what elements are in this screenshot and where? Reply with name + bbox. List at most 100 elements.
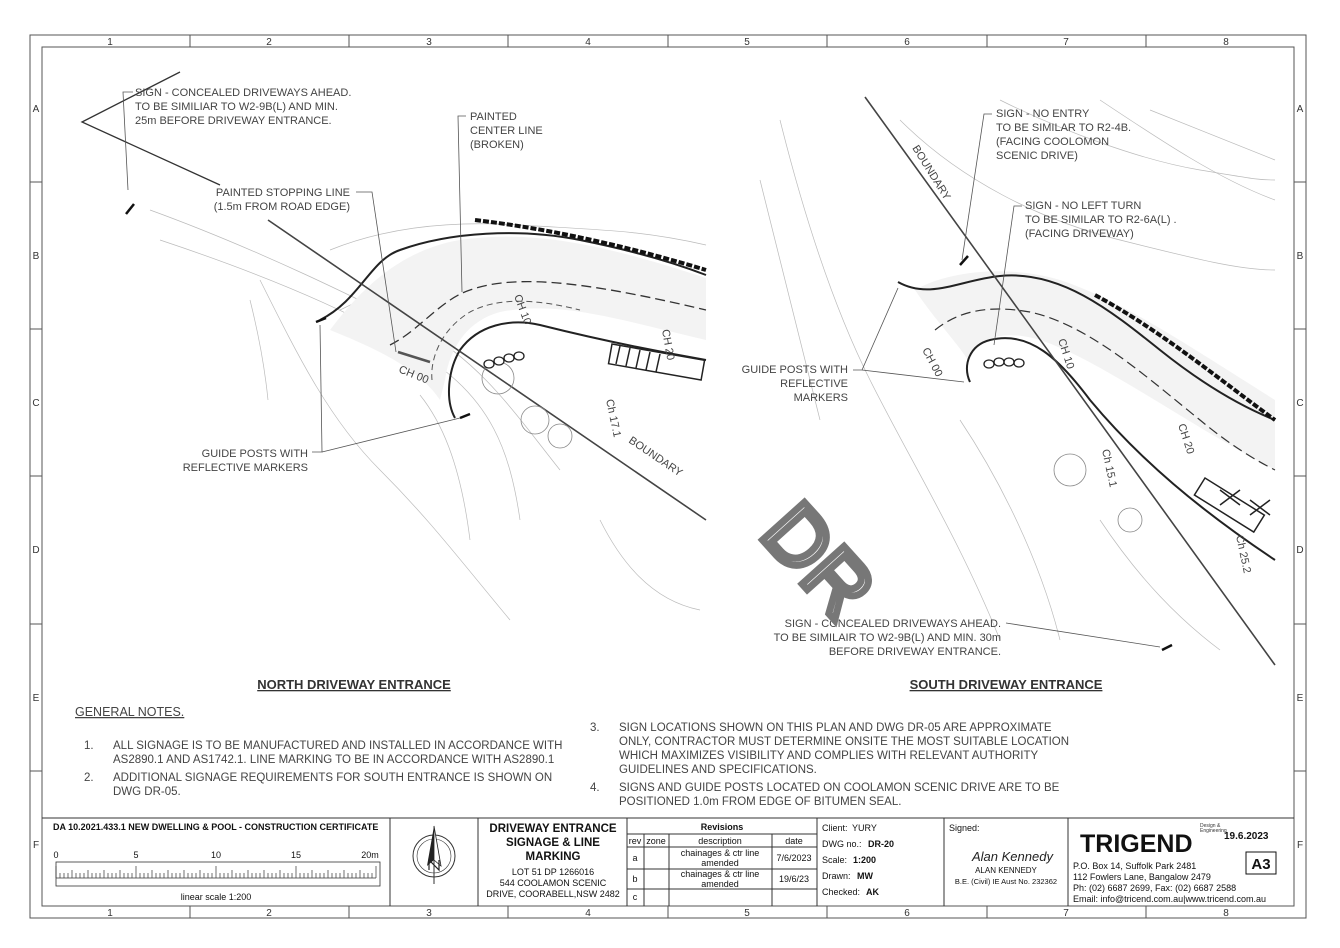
south-sign-no-entry-line: TO BE SIMILAR TO R2-4B. <box>996 122 1131 134</box>
company-tagline: Engineering <box>1200 828 1227 834</box>
note-line: SIGN LOCATIONS SHOWN ON THIS PLAN AND DW… <box>619 722 1052 734</box>
scale-tick-label: 10 <box>211 850 221 860</box>
company-tagline: Design & <box>1200 823 1221 829</box>
row-label: F <box>33 840 39 851</box>
note-number: 4. <box>590 782 600 794</box>
row-label: D <box>1296 545 1303 556</box>
north-road-edge-inner <box>448 321 707 419</box>
revisions-title: Revisions <box>701 822 744 832</box>
north-stopping-line-label: PAINTED STOPPING LINE (1.5m FROM ROAD ED… <box>212 186 351 215</box>
south-plan: SIGN - NO ENTRY TO BE SIMILAR TO R2-4B. … <box>742 96 1277 692</box>
note-line: ONLY, CONTRACTOR MUST DETERMINE ONSITE T… <box>619 736 1069 748</box>
col-label: 3 <box>426 908 432 919</box>
row-label: F <box>1297 840 1303 851</box>
north-guide-posts-label: GUIDE POSTS WITH REFLECTIVE MARKERS <box>183 448 308 474</box>
south-sign-no-entry-label: SIGN - NO ENTRY TO BE SIMILAR TO R2-4B. … <box>996 108 1131 162</box>
south-sign-no-left-label: SIGN - NO LEFT TURN TO BE SIMILAR TO R2-… <box>1025 200 1177 240</box>
col-label: 3 <box>426 37 432 48</box>
north-sign-concealed-label: SIGN - CONCEALED DRIVEWAYS AHEAD. TO BE … <box>135 87 351 127</box>
drawing-info: Client: YURY DWG no.: DR-20 Scale: 1:200… <box>822 823 894 897</box>
drawing-title-line: DRIVEWAY ENTRANCE <box>489 823 616 835</box>
scale-bar: 0 5 10 15 20m linear scale 1:200 <box>53 850 381 902</box>
scale-label: Scale: <box>822 855 847 865</box>
da-reference: DA 10.2021.433.1 NEW DWELLING & POOL - C… <box>53 822 378 832</box>
client-value: YURY <box>852 823 877 833</box>
client-label: Client: <box>822 823 848 833</box>
south-road-edge-inner <box>965 337 1276 561</box>
south-leaders <box>853 113 1161 648</box>
rev-header: zone <box>646 836 666 846</box>
sheet-size-box <box>1245 851 1277 875</box>
south-boundary-label: BOUNDARY <box>909 143 952 203</box>
north-painted-center-label: PAINTED CENTER LINE (BROKEN) <box>470 111 543 151</box>
col-label: 6 <box>904 37 910 48</box>
south-sign-concealed-line: TO BE SIMILAIR TO W2-9B(L) AND MIN. 30m <box>774 632 1001 644</box>
row-label: E <box>33 693 40 704</box>
north-center-line <box>389 280 707 346</box>
south-trees <box>1053 453 1143 533</box>
rev-cell: a <box>632 853 637 863</box>
south-pavement-fill <box>915 271 1275 470</box>
note-line: ALL SIGNAGE IS TO BE MANUFACTURED AND IN… <box>113 740 562 752</box>
col-label: 2 <box>266 37 272 48</box>
south-center-line <box>934 308 1276 471</box>
signature-block: Signed: Alan Kennedy ALAN KENNEDY B.E. (… <box>949 823 1057 886</box>
contact-line: Email: info@tricend.com.au|www.tricend.c… <box>1073 894 1266 904</box>
address-line: 544 COOLAMON SCENIC <box>500 878 607 888</box>
north-painted-center-line: (BROKEN) <box>470 139 524 151</box>
north-road-edge-outer <box>319 232 707 321</box>
scale-tick-label: 5 <box>133 850 138 860</box>
south-sign-no-left-line: TO BE SIMILAR TO R2-6A(L) . <box>1025 214 1177 226</box>
south-title: SOUTH DRIVEWAY ENTRANCE <box>910 677 1103 692</box>
south-road-edge-outer <box>897 274 1276 421</box>
rev-cell: b <box>632 874 637 884</box>
rev-header: rev <box>629 836 642 846</box>
signature: Alan Kennedy <box>971 849 1054 864</box>
scale-tick-label: 0 <box>53 850 58 860</box>
note-line: ADDITIONAL SIGNAGE REQUIREMENTS FOR SOUT… <box>113 772 552 784</box>
north-guide-post-icon <box>315 316 471 420</box>
scale-tick-label: 20m <box>361 850 379 860</box>
address-line: LOT 51 DP 1266016 <box>512 867 594 877</box>
grid-row-labels: A B C D E F A B C D E F <box>32 104 1303 851</box>
col-label: 7 <box>1063 908 1069 919</box>
note-number: 1. <box>84 740 94 752</box>
scale-bar-frame <box>55 861 381 887</box>
row-label: B <box>33 251 40 262</box>
south-guide-posts-line: GUIDE POSTS WITH <box>742 364 848 376</box>
contact-line: Ph: (02) 6687 2699, Fax: (02) 6687 2588 <box>1073 883 1236 893</box>
col-label: 5 <box>744 908 750 919</box>
south-sign-no-entry-line: SCENIC DRIVE) <box>996 150 1078 162</box>
note-line: SIGNS AND GUIDE POSTS LOCATED ON COOLAMO… <box>619 782 1060 794</box>
title-block: DA 10.2021.433.1 NEW DWELLING & POOL - C… <box>42 817 1294 906</box>
south-sign-no-entry-line: (FACING COOLOMON <box>996 136 1109 148</box>
north-guide-posts-line: REFLECTIVE MARKERS <box>183 462 308 474</box>
south-sign-no-left-line: SIGN - NO LEFT TURN <box>1025 200 1141 212</box>
north-sign-icon <box>125 203 135 215</box>
col-label: 7 <box>1063 37 1069 48</box>
south-guide-posts-line: MARKERS <box>794 392 848 404</box>
checked-label: Checked: <box>822 887 860 897</box>
col-label: 1 <box>107 908 113 919</box>
south-sign-no-entry-line: SIGN - NO ENTRY <box>996 108 1090 120</box>
note-number: 2. <box>84 772 94 784</box>
issue-date: 19.6.2023 <box>1224 831 1269 842</box>
south-sign-no-left-line: (FACING DRIVEWAY) <box>1025 228 1134 240</box>
south-guide-post-markers <box>983 357 1025 369</box>
drawn-label: Drawn: <box>822 871 851 881</box>
south-sign-icon <box>959 255 1173 652</box>
drawing-title-line: SIGNAGE & LINE <box>506 837 600 849</box>
contact-line: P.O. Box 14, Suffolk Park 2481 <box>1073 861 1196 871</box>
col-label: 4 <box>585 908 591 919</box>
col-label: 8 <box>1223 908 1229 919</box>
col-label: 1 <box>107 37 113 48</box>
north-boundary-line <box>267 219 707 521</box>
note-line: WHICH MAXIMIZES VISIBILITY AND COMPLIES … <box>619 750 1039 762</box>
rev-header: description <box>698 836 742 846</box>
col-label: 5 <box>744 37 750 48</box>
title-block-lines <box>42 817 1294 906</box>
scale-bar-ticks <box>55 866 377 879</box>
north-stopping-line <box>397 350 431 364</box>
dwg-label: DWG no.: <box>822 839 862 849</box>
dwg-value: DR-20 <box>868 839 894 849</box>
